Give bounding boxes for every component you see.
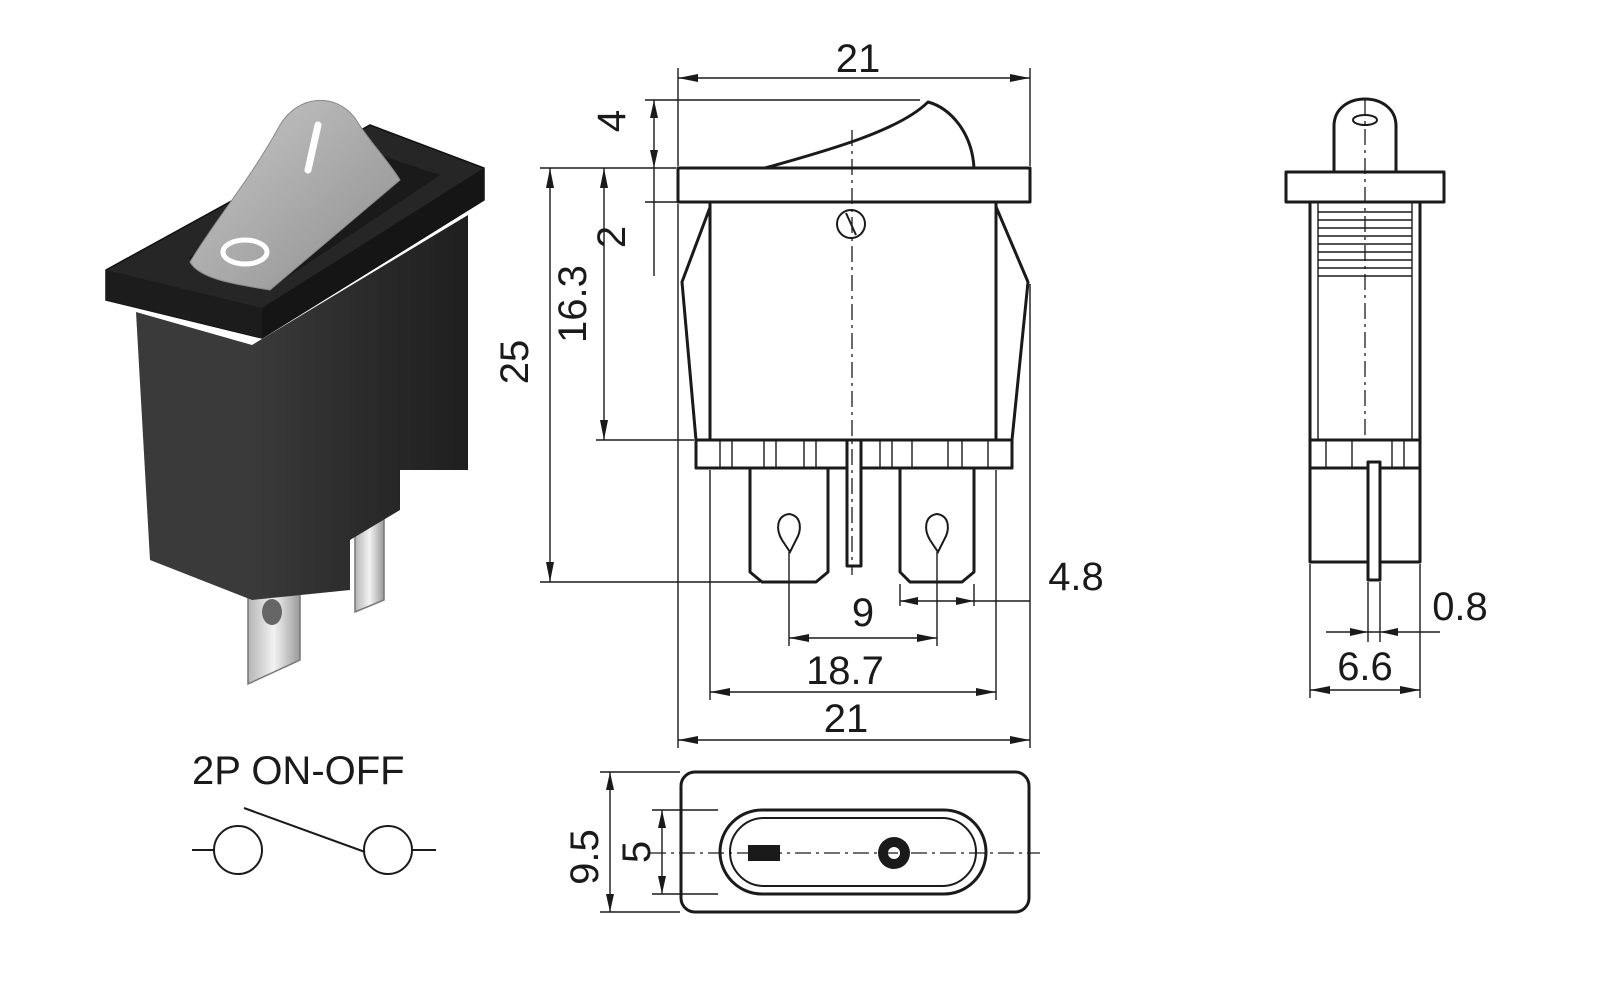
terminal-housing-side xyxy=(1308,466,1422,564)
terminal-front-left xyxy=(748,466,830,584)
rocker-on-mark-icon xyxy=(304,121,322,174)
top-view: 9.5 5 xyxy=(563,770,1040,914)
body-front xyxy=(708,198,998,442)
dim-body-width: 18.7 xyxy=(806,649,884,693)
side-view: 0.8 6.6 xyxy=(1284,97,1488,698)
pivot-mark-icon xyxy=(836,209,866,239)
dim-rocker-height: 4 xyxy=(590,110,634,132)
body-side-face xyxy=(252,215,468,600)
terminal-hole-left-icon xyxy=(777,512,801,554)
dim-terminal-spacing: 9 xyxy=(852,591,874,635)
base-side xyxy=(1308,438,1422,470)
rocker-front xyxy=(763,100,976,170)
dim-body-depth: 6.6 xyxy=(1337,645,1393,689)
front-view: 21 4 2 16.3 25 4.8 xyxy=(493,37,1104,748)
rocker-on-mark-top-icon xyxy=(748,845,780,861)
rocker-off-mark-icon xyxy=(220,237,270,267)
rocker-top-inner xyxy=(729,817,977,887)
flange-side-edge xyxy=(262,168,484,338)
dim-pin-thickness: 0.8 xyxy=(1432,585,1488,629)
rocker-photo xyxy=(189,99,401,291)
terminal-hole-photo xyxy=(262,599,282,625)
dim-rocker-depth: 5 xyxy=(615,841,659,863)
terminal-hole-right-icon xyxy=(925,512,949,554)
dim-bottom-width: 21 xyxy=(824,697,869,741)
center-pin xyxy=(845,438,863,568)
contact-right-icon xyxy=(363,825,413,875)
body-front-face xyxy=(136,312,252,600)
switch-photo xyxy=(105,99,485,686)
flange-front-edge xyxy=(106,270,262,338)
flange-front xyxy=(676,166,1032,204)
dim-terminal-width: 4.8 xyxy=(1048,555,1104,599)
clip-right xyxy=(992,200,1030,442)
switch-schematic: 2P ON-OFF xyxy=(192,749,436,875)
pin-side xyxy=(1366,460,1382,582)
terminal-front-right xyxy=(898,466,976,584)
switch-blade xyxy=(243,807,366,853)
dim-flange-depth: 9.5 xyxy=(563,829,607,885)
rocker-top-outer xyxy=(718,808,988,896)
dim-total-height: 25 xyxy=(493,340,537,385)
dim-flange-thickness: 2 xyxy=(590,226,634,248)
contact-left-icon xyxy=(213,825,263,875)
dim-body-height: 16.3 xyxy=(551,265,595,343)
dim-top-width: 21 xyxy=(836,37,881,81)
schematic-title: 2P ON-OFF xyxy=(192,749,405,793)
clip-left xyxy=(680,200,714,442)
